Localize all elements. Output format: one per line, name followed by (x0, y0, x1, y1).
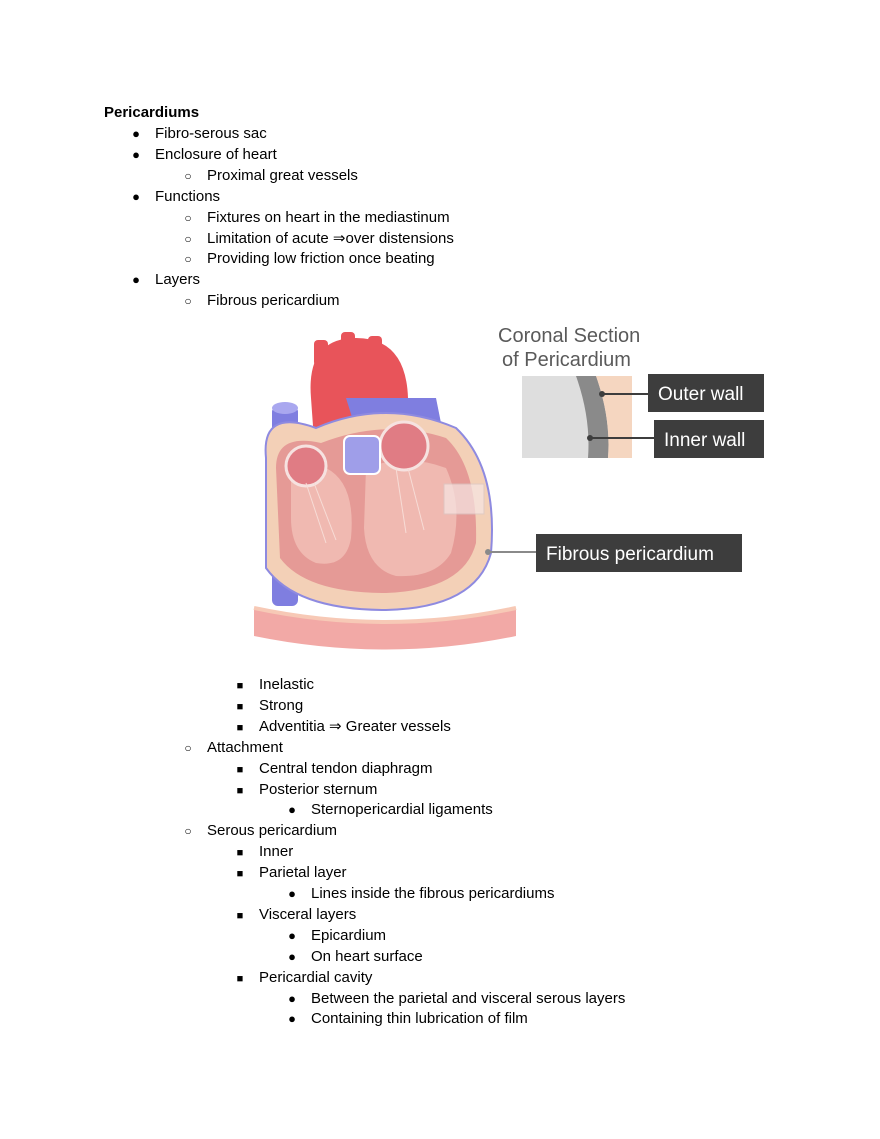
list-item-text: Parietal layer (259, 864, 347, 882)
fibrous-pericardium-label: Fibrous pericardium (546, 544, 714, 565)
list-item-text: Fibro-serous sac (155, 125, 267, 142)
bullet-icon: ● (288, 927, 296, 943)
bullet-icon: ■ (236, 700, 244, 713)
list-item-text: Adventitia ⇒ Greater vessels (259, 717, 451, 735)
inset-title-line2: of Pericardium (502, 349, 631, 371)
bullet-icon: ○ (184, 740, 192, 755)
outer-wall-label: Outer wall (658, 384, 744, 405)
list-item-text: Providing low friction once beating (207, 250, 435, 268)
inner-wall-label: Inner wall (664, 430, 745, 451)
list-item-text: Visceral layers (259, 905, 357, 923)
list-item-text: Strong (259, 696, 304, 714)
bullet-icon: ● (288, 948, 296, 964)
bullet-icon: ● (132, 272, 140, 288)
bullet-icon: ■ (236, 784, 244, 797)
list-item-text: Sternopericardial ligaments (311, 801, 493, 819)
zoom-box (443, 483, 485, 515)
bullet-icon: ■ (236, 763, 244, 776)
bullet-icon: ○ (184, 168, 192, 183)
valve-left (284, 444, 328, 488)
valve-right (378, 420, 430, 472)
bullet-icon: ○ (184, 294, 192, 309)
list-item-text: Posterior sternum (259, 780, 378, 798)
bullet-icon: ● (288, 886, 296, 901)
bullet-icon: ○ (184, 210, 192, 225)
list-item-text: Inelastic (259, 676, 315, 693)
bullet-icon: ■ (236, 909, 244, 922)
list-item-text: Proximal great vessels (207, 166, 358, 184)
bullet-icon: ● (288, 990, 296, 1006)
bullet-icon: ● (288, 1011, 296, 1027)
bullet-icon: ○ (184, 231, 192, 246)
bullet-icon: ○ (184, 824, 192, 839)
list-item-text: On heart surface (311, 947, 423, 965)
bullet-icon: ■ (236, 680, 244, 692)
diaphragm-base (254, 608, 516, 650)
bullet-icon: ■ (236, 847, 244, 860)
list-item-text: Inner (259, 843, 294, 861)
bullet-icon: ○ (184, 252, 192, 267)
bullet-icon: ● (132, 126, 140, 141)
inner-wall-label-bg (654, 420, 764, 458)
list-item-text: Central tendon diaphragm (259, 759, 433, 777)
list-item-text: Pericardial cavity (259, 968, 373, 986)
bullet-icon: ■ (236, 721, 244, 734)
list-item-text: Lines inside the fibrous pericardiums (311, 885, 555, 902)
bullet-icon: ● (132, 188, 140, 204)
outer-wall-label-bg (648, 374, 764, 412)
list-item-text: Limitation of acute ⇒over distensions (207, 229, 454, 247)
list-item-text: Layers (155, 271, 201, 289)
bullet-icon: ● (288, 802, 296, 818)
list-item-text: Attachment (207, 738, 283, 756)
list-item-text: Epicardium (311, 926, 387, 944)
pericardium-figure: Coronal Section of Pericardium Outer wal… (253, 325, 764, 650)
page-title: Pericardiums (104, 104, 200, 121)
fibrous-label-bg (536, 534, 742, 572)
bullet-icon: ■ (236, 868, 244, 881)
list-item-text: Containing thin lubrication of film (311, 1010, 528, 1028)
list-item-text: Functions (155, 187, 221, 205)
list-item-text: Between the parietal and visceral serous… (311, 989, 626, 1007)
list-item-text: Serous pericardium (207, 822, 338, 840)
inset-title-line1: Coronal Section (498, 325, 640, 347)
list-item-text: Fibrous pericardium (207, 292, 340, 310)
list-item-text: Fixtures on heart in the mediastinum (207, 208, 450, 226)
bullet-icon: ■ (236, 972, 244, 985)
bullet-icon: ● (132, 146, 140, 162)
list-item-text: Enclosure of heart (155, 145, 277, 163)
